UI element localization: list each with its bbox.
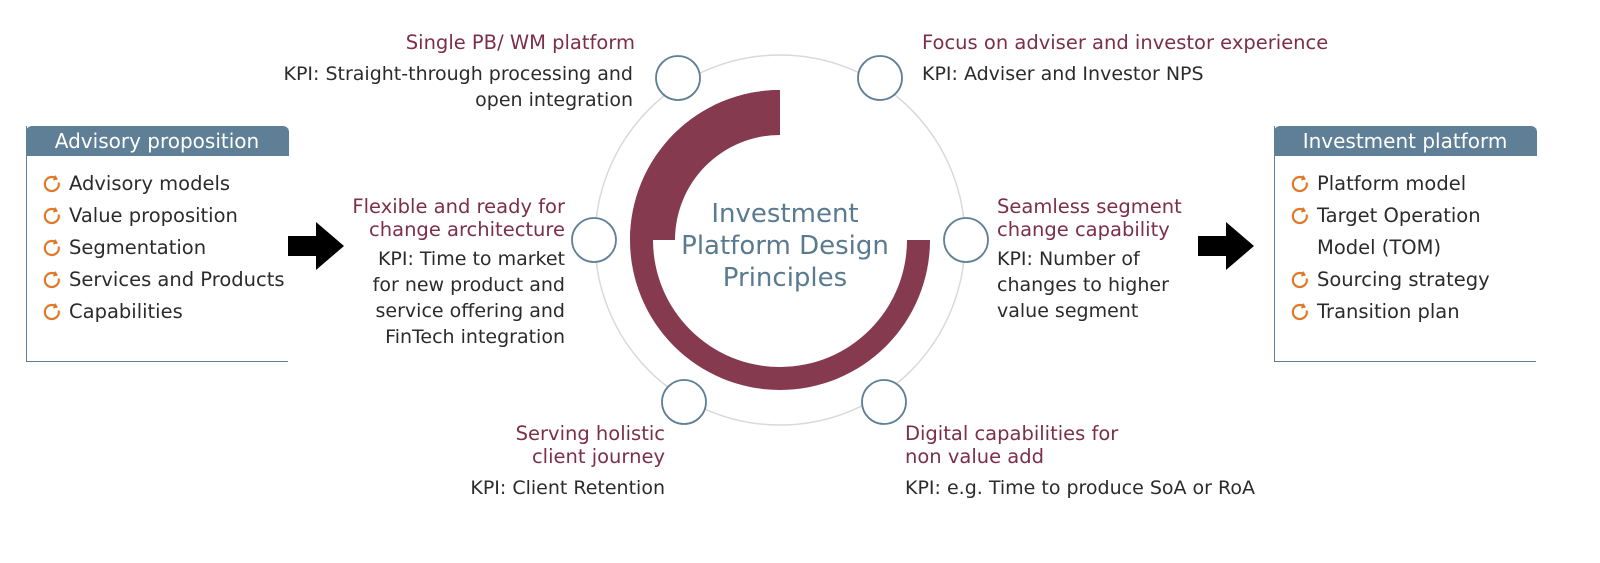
circular-arrow-icon xyxy=(1291,168,1317,200)
list-item-label: Segmentation xyxy=(69,236,207,259)
list-item: Value proposition xyxy=(43,200,285,232)
right-arrow-icon xyxy=(1198,222,1254,270)
circular-arrow-icon xyxy=(1291,296,1317,328)
kpi-line: KPI: Adviser and Investor NPS xyxy=(922,63,1204,85)
list-item: Sourcing strategy xyxy=(1291,264,1490,296)
kpi-line: KPI: Time to market xyxy=(377,248,565,270)
center-title-line: Platform Design xyxy=(681,231,889,261)
heading-line: Serving holistic xyxy=(515,422,665,445)
heading-line: Digital capabilities for xyxy=(905,422,1119,445)
circular-arrow-icon xyxy=(43,264,69,296)
circular-arrow-icon xyxy=(43,296,69,328)
node-single-platform-icon xyxy=(655,55,701,101)
principle-kpi-single-platform: KPI: Straight-through processing and ope… xyxy=(284,61,634,113)
list-item-line: Sourcing strategy xyxy=(1317,268,1490,291)
node-flexible-architecture-icon xyxy=(571,217,617,263)
list-item: Segmentation xyxy=(43,232,285,264)
list-item: Platform model xyxy=(1291,168,1490,200)
node-adviser-experience-icon xyxy=(857,55,903,101)
center-title-line: Principles xyxy=(722,263,848,293)
heading-line: Focus on adviser and investor experience xyxy=(922,31,1329,54)
heading-line: change architecture xyxy=(369,218,565,241)
heading-line: Flexible and ready for xyxy=(352,195,565,218)
principle-heading-client-journey: Serving holistic client journey xyxy=(516,422,665,468)
kpi-line: KPI: Straight-through processing and xyxy=(283,63,634,85)
principle-kpi-digital-capabilities: KPI: e.g. Time to produce SoA or RoA xyxy=(905,475,1255,501)
progress-arc-cap xyxy=(630,90,780,240)
circular-arrow-icon xyxy=(43,232,69,264)
kpi-line: changes to higher xyxy=(997,274,1169,296)
node-digital-capabilities-icon xyxy=(861,379,907,425)
list-item-line: Transition plan xyxy=(1317,300,1460,323)
list-item-label: Platform model xyxy=(1317,168,1466,200)
list-item: Services and Products xyxy=(43,264,285,296)
list-item-line: Platform model xyxy=(1317,172,1467,195)
principle-heading-flexible-architecture: Flexible and ready for change architectu… xyxy=(352,195,565,241)
list-item-label: Transition plan xyxy=(1317,296,1460,328)
kpi-line: FinTech integration xyxy=(385,326,565,348)
heading-line: client journey xyxy=(531,445,665,468)
center-title-line: Investment xyxy=(711,199,859,229)
kpi-line: for new product and xyxy=(372,274,565,296)
node-circles xyxy=(571,55,989,425)
list-item-label: Capabilities xyxy=(69,300,183,323)
principle-kpi-flexible-architecture: KPI: Time to market for new product and … xyxy=(373,246,565,350)
list-item-label: Sourcing strategy xyxy=(1317,264,1490,296)
list-item: Capabilities xyxy=(43,296,285,328)
kpi-line: value segment xyxy=(997,300,1139,322)
node-client-journey-icon xyxy=(661,379,707,425)
list-item-label: Services and Products xyxy=(69,268,285,291)
center-title: Investment Platform Design Principles xyxy=(655,198,915,294)
principle-heading-segment-change: Seamless segment change capability xyxy=(997,195,1182,241)
list-item: Transition plan xyxy=(1291,296,1490,328)
principle-heading-digital-capabilities: Digital capabilities for non value add xyxy=(905,422,1118,468)
list-item-line: Target Operation xyxy=(1317,204,1481,227)
kpi-line: KPI: Number of xyxy=(997,248,1140,270)
node-segment-change-icon xyxy=(943,217,989,263)
circular-arrow-icon xyxy=(1291,200,1317,232)
heading-line: Seamless segment xyxy=(997,195,1182,218)
kpi-line: KPI: Client Retention xyxy=(470,477,665,499)
investment-platform-title: Investment platform xyxy=(1273,126,1537,156)
heading-line: Single PB/ WM platform xyxy=(405,31,635,54)
principle-kpi-segment-change: KPI: Number of changes to higher value s… xyxy=(997,246,1169,324)
principle-kpi-adviser-experience: KPI: Adviser and Investor NPS xyxy=(922,61,1204,87)
heading-line: change capability xyxy=(997,218,1170,241)
list-item: Advisory models xyxy=(43,168,285,200)
list-item-label: Value proposition xyxy=(69,204,238,227)
kpi-line: service offering and xyxy=(375,300,565,322)
list-item-label: Advisory models xyxy=(69,172,231,195)
principle-kpi-client-journey: KPI: Client Retention xyxy=(470,475,665,501)
circular-arrow-icon xyxy=(1291,264,1317,296)
list-item-line: Model (TOM) xyxy=(1317,236,1442,259)
circular-arrow-icon xyxy=(43,200,69,232)
principle-heading-adviser-experience: Focus on adviser and investor experience xyxy=(922,31,1328,54)
circular-arrow-icon xyxy=(43,168,69,200)
right-arrow-icon xyxy=(288,222,344,270)
heading-line: non value add xyxy=(905,445,1045,468)
advisory-proposition-title: Advisory proposition xyxy=(25,126,289,156)
kpi-line: KPI: e.g. Time to produce SoA or RoA xyxy=(905,477,1256,499)
kpi-line: open integration xyxy=(475,89,633,111)
principle-heading-single-platform: Single PB/ WM platform xyxy=(406,31,635,54)
